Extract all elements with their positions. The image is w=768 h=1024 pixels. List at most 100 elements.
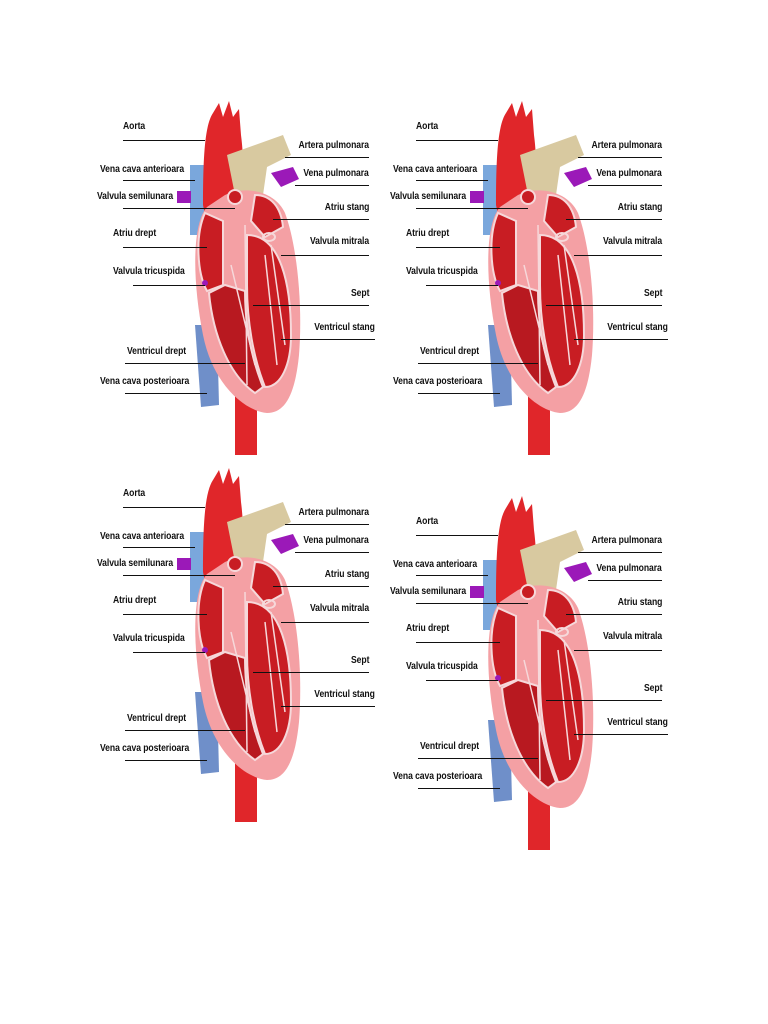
leader-line-ventricul-drept [418, 758, 538, 760]
leader-line-atriu-drept [123, 614, 207, 616]
leader-line-atriu-stang [273, 586, 369, 588]
atriu-stang-chamber [542, 588, 578, 634]
label-valvula-mitrala: Valvula mitrala [309, 235, 369, 247]
label-ventricul-drept: Ventricul drept [420, 345, 480, 357]
valvula-mitrala-shape [262, 599, 276, 609]
leader-line-atriu-stang [273, 219, 369, 221]
valvula-semilunara-shape [520, 189, 536, 205]
label-atriu-stang: Atriu stang [324, 568, 369, 580]
valvula-mitrala-shape [555, 232, 569, 242]
leader-line-valvula-mitrala [281, 622, 369, 624]
label-valvula-mitrala: Valvula mitrala [602, 235, 662, 247]
ventricul-stang-chamber [539, 628, 586, 784]
leader-line-aorta [123, 507, 205, 509]
leader-line-vena-pulmonara [588, 580, 662, 582]
leader-line-valvula-semilunara [416, 208, 528, 210]
artera-pulmonara-vessel [520, 135, 584, 195]
vena-pulmonara-vessel [564, 562, 592, 582]
artera-pulmonara-vessel [520, 530, 584, 590]
label-sept: Sept [643, 682, 662, 694]
vena-pulmonara-vessel [564, 167, 592, 187]
leader-line-sept [546, 305, 662, 307]
label-atriu-drept: Atriu drept [406, 622, 450, 634]
leader-line-valvula-mitrala [574, 255, 662, 257]
leader-line-artera-pulmonara [578, 157, 662, 159]
leader-line-vena-cava-anterioara [123, 180, 195, 182]
leader-line-ventricul-drept [125, 363, 245, 365]
label-aorta: Aorta [416, 515, 439, 527]
atriu-stang-chamber [249, 560, 285, 606]
label-sept: Sept [350, 287, 369, 299]
label-artera-pulmonara: Artera pulmonara [591, 534, 663, 546]
descending-aorta-vessel [528, 790, 550, 850]
leader-line-vena-cava-posterioara [125, 760, 207, 762]
leader-line-valvula-semilunara [416, 603, 528, 605]
atriu-drept-chamber [197, 211, 224, 293]
leader-line-vena-cava-anterioara [416, 180, 488, 182]
label-artera-pulmonara: Artera pulmonara [298, 506, 370, 518]
label-vena-pulmonara: Vena pulmonara [303, 167, 369, 179]
label-ventricul-stang: Ventricul stang [607, 321, 668, 333]
atriu-drept-chamber [490, 606, 517, 688]
panel-bottom-right: Aorta Vena cava anterioara Valvula semil… [388, 490, 678, 860]
label-ventricul-drept: Ventricul drept [420, 740, 480, 752]
label-atriu-stang: Atriu stang [324, 201, 369, 213]
valvula-semilunara-shape [227, 189, 243, 205]
leader-line-aorta [123, 140, 205, 142]
label-atriu-drept: Atriu drept [406, 227, 450, 239]
descending-aorta-vessel [235, 762, 257, 822]
leader-line-aorta [416, 140, 498, 142]
label-vena-pulmonara: Vena pulmonara [303, 534, 369, 546]
valvula-mitrala-shape [555, 627, 569, 637]
heart-illustration [470, 496, 594, 850]
valvula-tricuspida-shape [202, 647, 208, 653]
valvula-tricuspida-shape [202, 280, 208, 286]
leader-line-artera-pulmonara [285, 157, 369, 159]
label-vena-cava-posterioara: Vena cava posterioara [100, 742, 190, 754]
valvula-mitrala-shape [262, 232, 276, 242]
vena-pulmonara-vessel [271, 534, 299, 554]
label-ventricul-drept: Ventricul drept [127, 345, 187, 357]
leader-line-vena-pulmonara [295, 552, 369, 554]
leader-line-artera-pulmonara [578, 552, 662, 554]
leader-line-valvula-mitrala [281, 255, 369, 257]
label-aorta: Aorta [123, 487, 146, 499]
valvula-tricuspida-shape [495, 675, 501, 681]
valvula-semilunara-shape [520, 584, 536, 600]
leader-line-atriu-drept [416, 642, 500, 644]
label-vena-pulmonara: Vena pulmonara [596, 167, 662, 179]
descending-aorta-vessel [235, 395, 257, 455]
panel-top-right: Aorta Vena cava anterioara Valvula semil… [388, 95, 678, 465]
leader-line-atriu-stang [566, 219, 662, 221]
leader-line-ventricul-drept [125, 730, 245, 732]
vena-pulmonara-vessel-left [470, 586, 484, 598]
label-ventricul-stang: Ventricul stang [314, 688, 375, 700]
septum-lines [523, 619, 579, 781]
leader-line-atriu-stang [566, 614, 662, 616]
label-sept: Sept [643, 287, 662, 299]
heart-illustration [177, 101, 301, 455]
leader-line-sept [253, 305, 369, 307]
artera-pulmonara-vessel [227, 135, 291, 195]
leader-line-valvula-mitrala [574, 650, 662, 652]
label-aorta: Aorta [123, 120, 146, 132]
valvula-tricuspida-shape [495, 280, 501, 286]
leader-line-vena-pulmonara [588, 185, 662, 187]
label-valvula-semilunara: Valvula semilunara [390, 190, 467, 202]
ventricul-stang-chamber [539, 233, 586, 389]
septum-lines [230, 591, 286, 753]
label-vena-cava-posterioara: Vena cava posterioara [393, 770, 483, 782]
label-vena-cava-anterioara: Vena cava anterioara [100, 530, 185, 542]
leader-line-sept [253, 672, 369, 674]
label-valvula-tricuspida: Valvula tricuspida [406, 265, 478, 277]
label-sept: Sept [350, 654, 369, 666]
label-vena-cava-anterioara: Vena cava anterioara [100, 163, 185, 175]
leader-line-vena-cava-anterioara [416, 575, 488, 577]
leader-line-artera-pulmonara [285, 524, 369, 526]
panel-top-left: Aorta Vena cava anterioara Valvula semil… [95, 95, 385, 465]
leader-line-valvula-tricuspida [133, 652, 205, 654]
septum-lines [230, 224, 286, 386]
leader-line-ventricul-drept [418, 363, 538, 365]
atriu-drept-chamber [490, 211, 517, 293]
leader-line-vena-cava-posterioara [418, 393, 500, 395]
